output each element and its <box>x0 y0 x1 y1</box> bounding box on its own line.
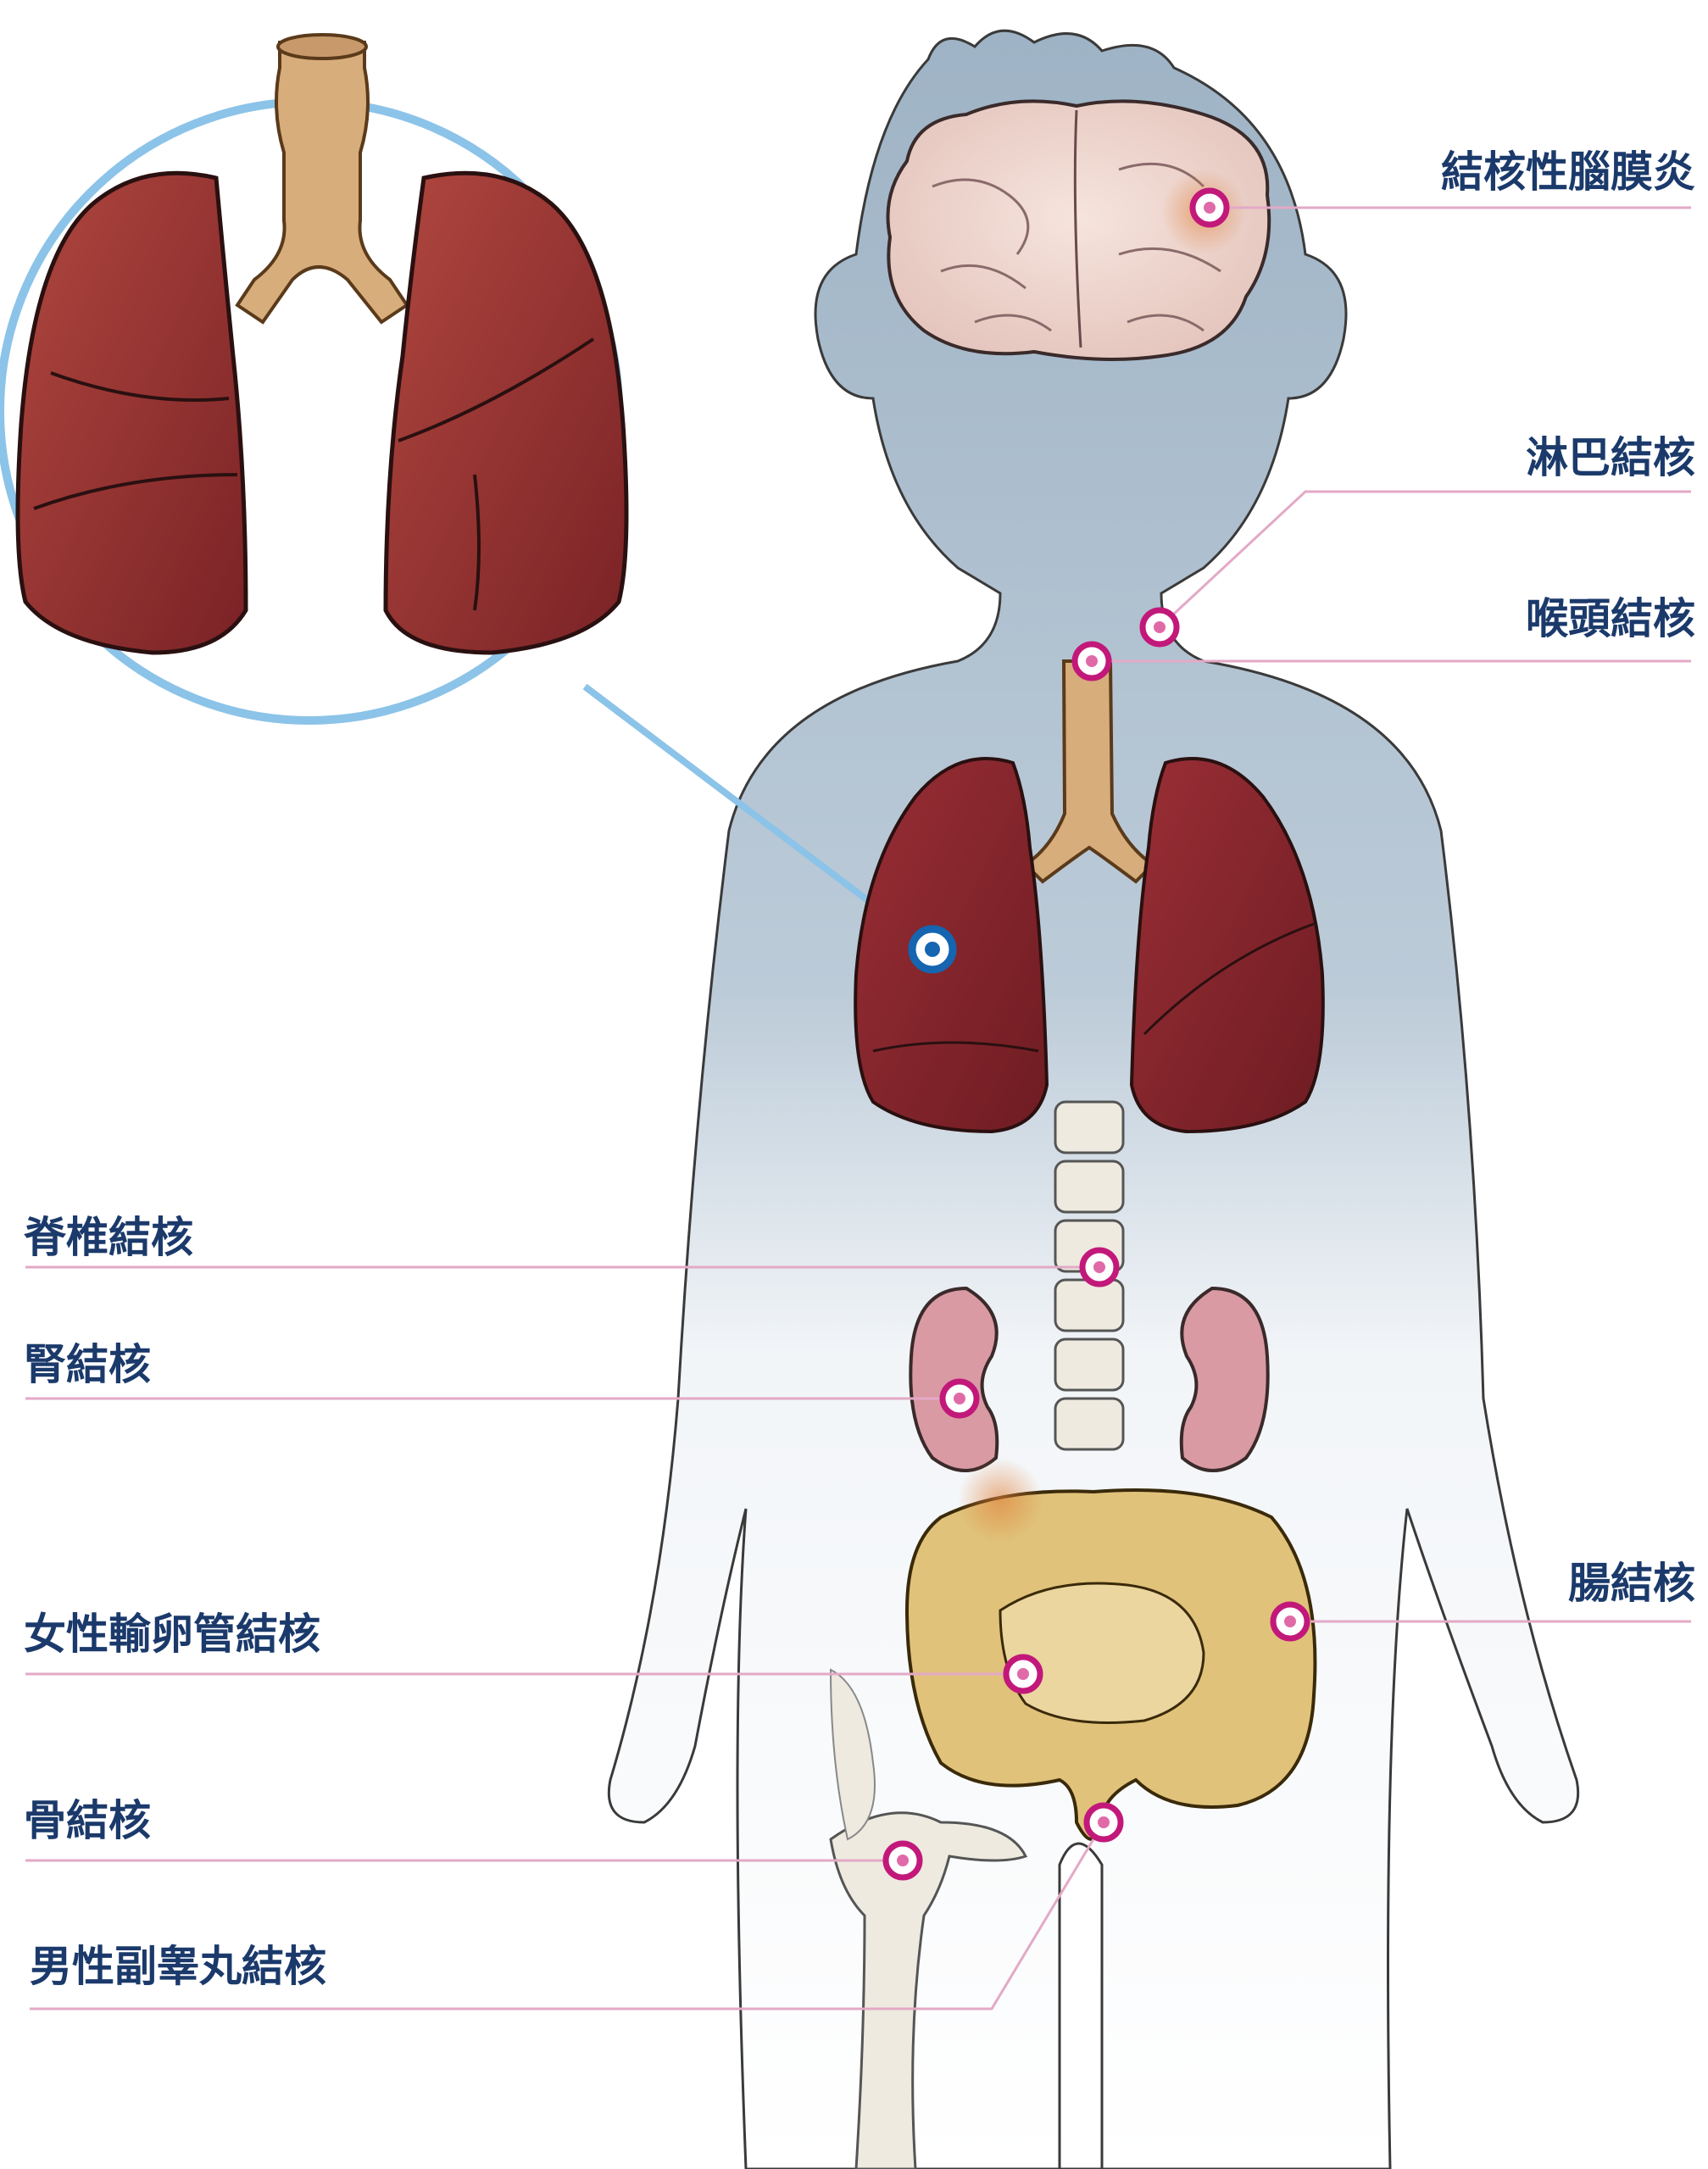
marker-epididymis <box>1087 1805 1121 1839</box>
label-meningitis: 結核性腦膜炎 <box>1441 147 1695 197</box>
marker-kidney <box>943 1382 976 1415</box>
label-intestine: 腸結核 <box>1568 1558 1695 1609</box>
marker-intestine <box>1273 1605 1307 1638</box>
label-kidney: 腎結核 <box>24 1339 151 1390</box>
label-lymph: 淋巴結核 <box>1526 432 1695 483</box>
label-spine: 脊椎結核 <box>24 1212 193 1263</box>
label-larynx: 喉頭結核 <box>1526 593 1695 644</box>
marker-fallopian <box>1006 1657 1040 1691</box>
label-fallopian: 女性輸卵管結核 <box>24 1609 320 1660</box>
marker-bone <box>886 1844 920 1877</box>
enlarged-lungs <box>18 35 626 653</box>
brain <box>888 101 1270 359</box>
label-epididymis: 男性副睾丸結核 <box>30 1941 326 1992</box>
marker-larynx <box>1075 644 1109 678</box>
leg-gap <box>1060 1844 1102 2169</box>
marker-lung <box>912 929 953 970</box>
label-bone: 骨結核 <box>24 1795 151 1846</box>
marker-meningitis <box>1193 191 1227 225</box>
marker-spine <box>1082 1250 1116 1284</box>
marker-lymph <box>1143 610 1177 644</box>
